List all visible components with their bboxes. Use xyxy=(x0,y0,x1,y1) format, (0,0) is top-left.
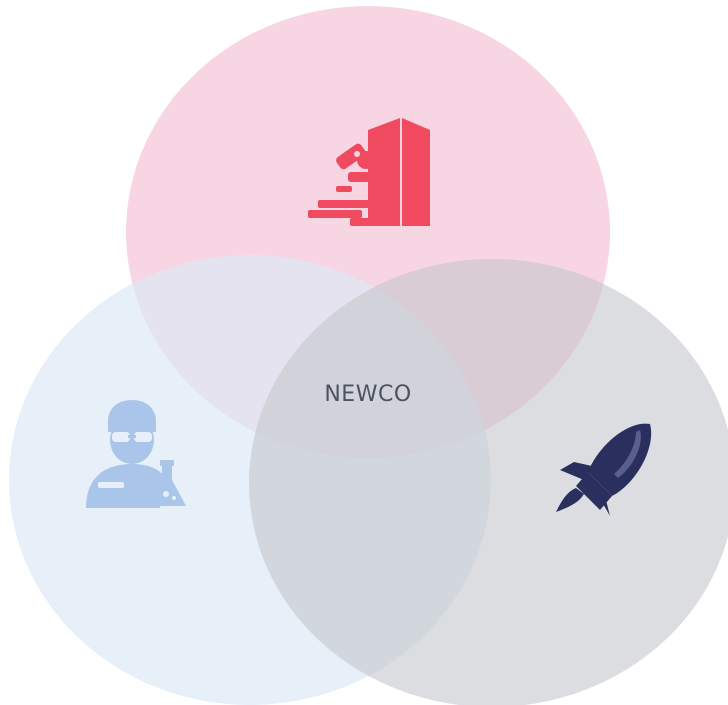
scientist-flask-icon xyxy=(86,400,186,508)
lab-building-microscope-icon xyxy=(308,118,430,226)
center-label: NEWCO xyxy=(324,382,412,407)
circle-right xyxy=(249,259,728,705)
rocket-icon xyxy=(556,423,652,516)
